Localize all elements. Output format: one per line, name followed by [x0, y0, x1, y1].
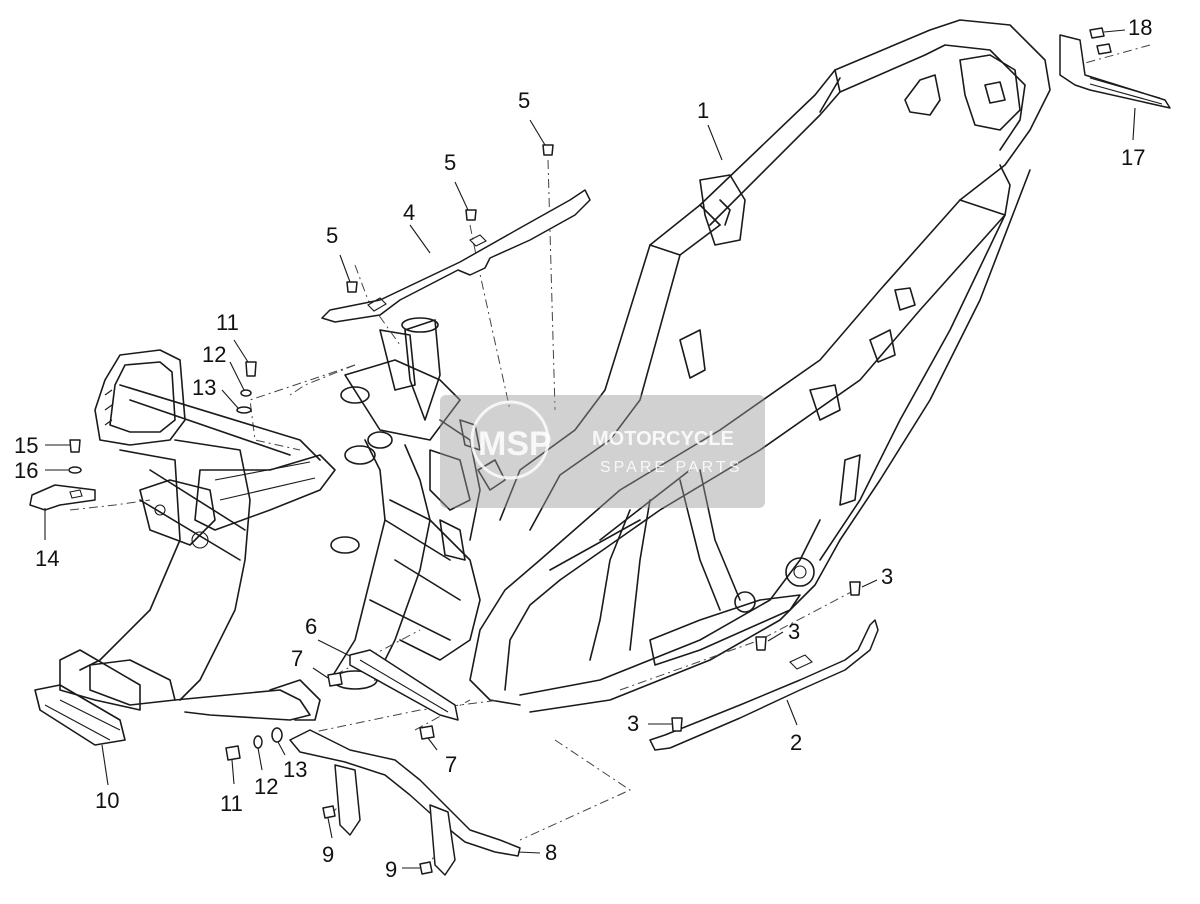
callout-5-left: 5	[326, 223, 338, 248]
callout-3-low: 3	[627, 711, 639, 736]
bolt-5-set	[346, 144, 554, 293]
bolt-7-set	[327, 672, 435, 740]
callout-7-right: 7	[445, 752, 457, 777]
callout-5-top: 5	[518, 88, 530, 113]
footrest-rail-2	[649, 619, 879, 751]
callout-17: 17	[1121, 145, 1145, 170]
callout-labels: 1 2 3 3 3 4 5 5 5 6 7 7 8 9 9 10 11 12 1…	[14, 15, 1152, 882]
callout-2: 2	[790, 730, 802, 755]
washer-13-upper	[236, 406, 252, 414]
callout-13-lower: 13	[283, 757, 307, 782]
watermark-line1: MOTORCYCLE	[592, 428, 734, 450]
washer-13-lower	[271, 727, 283, 743]
watermark: MSP MOTORCYCLE SPARE PARTS	[440, 395, 765, 508]
watermark-line2: SPARE PARTS	[600, 459, 742, 476]
washer-12-lower	[253, 735, 263, 749]
leader-lines	[44, 29, 1136, 869]
watermark-logo: MSP	[478, 425, 552, 463]
callout-14: 14	[35, 546, 59, 571]
front-frame-10	[34, 349, 336, 746]
callout-5-mid: 5	[444, 150, 456, 175]
bolt-15	[69, 439, 81, 453]
washer-12-upper	[240, 389, 252, 397]
callout-10: 10	[95, 788, 119, 813]
rail-cover-4	[321, 189, 591, 323]
washer-16	[68, 466, 82, 474]
callout-4: 4	[403, 200, 415, 225]
callout-12-upper: 12	[202, 342, 226, 367]
callout-9-left: 9	[322, 842, 334, 867]
bolt-3-set	[671, 581, 861, 732]
callout-13-upper: 13	[192, 375, 216, 400]
callout-11-lower: 11	[220, 791, 243, 816]
callout-8: 8	[545, 840, 557, 865]
callout-6: 6	[305, 614, 317, 639]
main-frame	[329, 19, 1051, 713]
stand-bracket-8	[289, 729, 521, 876]
bolt-11-upper	[245, 361, 257, 377]
callout-1: 1	[697, 98, 709, 123]
callout-18: 18	[1128, 15, 1152, 40]
callout-3-top: 3	[881, 564, 893, 589]
rear-bracket-17	[1059, 34, 1171, 109]
callout-11-upper: 11	[216, 310, 239, 335]
bolt-9-set	[322, 805, 433, 875]
callout-9-right: 9	[385, 857, 397, 882]
bracket-6	[349, 649, 459, 721]
bolt-11-lower	[225, 745, 241, 761]
callout-15: 15	[14, 433, 38, 458]
callout-3-mid: 3	[788, 619, 800, 644]
callout-7-left: 7	[291, 646, 303, 671]
callout-16: 16	[14, 458, 38, 483]
bracket-14	[29, 484, 96, 511]
callout-12-lower: 12	[254, 774, 278, 799]
bolt-18	[1089, 27, 1112, 55]
